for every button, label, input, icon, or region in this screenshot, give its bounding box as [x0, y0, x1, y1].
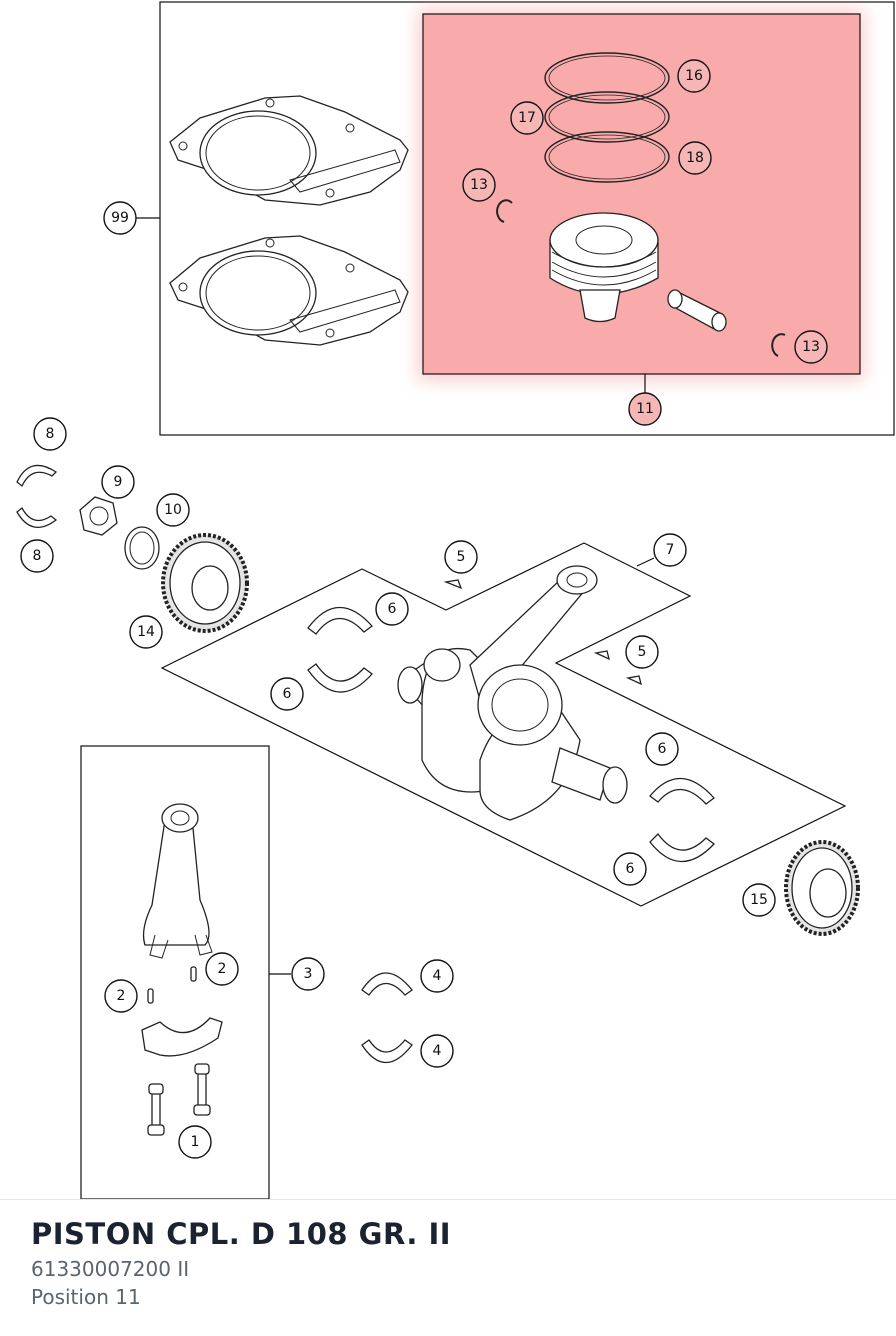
- cylinder-base-gasket-upper[interactable]: [169, 95, 409, 206]
- part-number: 61330007200 II: [31, 1257, 190, 1281]
- piston-pin[interactable]: [667, 289, 727, 332]
- piston-kit-highlight[interactable]: [422, 13, 861, 375]
- callout-6-a[interactable]: 6: [375, 592, 409, 626]
- callout-13-right[interactable]: 13: [794, 330, 828, 364]
- main-bearing-shell-6-a[interactable]: [307, 606, 373, 635]
- gear-15[interactable]: [784, 840, 860, 936]
- svg-text:6: 6: [626, 861, 635, 877]
- bearing-shell-8-lower[interactable]: [16, 507, 58, 528]
- callout-6-d[interactable]: 6: [613, 852, 647, 886]
- svg-text:6: 6: [283, 686, 292, 702]
- svg-text:17: 17: [518, 110, 536, 126]
- svg-text:4: 4: [433, 968, 442, 984]
- exploded-parts-diagram: 99 11 16 17 18 13 13 8 8 9 10 14 5 5 7 6…: [16, 1, 895, 1200]
- callout-18[interactable]: 18: [678, 141, 712, 175]
- nut-9[interactable]: [79, 496, 118, 536]
- svg-text:2: 2: [117, 988, 126, 1004]
- callout-4-lower[interactable]: 4: [420, 1034, 454, 1068]
- callout-14[interactable]: 14: [129, 615, 163, 649]
- svg-text:18: 18: [686, 150, 704, 166]
- svg-text:13: 13: [802, 339, 820, 355]
- callout-16[interactable]: 16: [677, 59, 711, 93]
- svg-text:1: 1: [191, 1134, 200, 1150]
- svg-text:10: 10: [164, 502, 182, 518]
- part-title: PISTON CPL. D 108 GR. II: [31, 1217, 452, 1251]
- woodruff-key-5-upper[interactable]: [443, 579, 463, 590]
- svg-text:3: 3: [304, 966, 313, 982]
- svg-text:2: 2: [218, 961, 227, 977]
- svg-text:6: 6: [658, 741, 667, 757]
- svg-text:9: 9: [114, 474, 123, 490]
- connecting-rod-assembled[interactable]: [469, 565, 598, 746]
- callout-13-left[interactable]: 13: [462, 168, 496, 202]
- gear-14[interactable]: [161, 533, 249, 633]
- svg-text:5: 5: [638, 644, 647, 660]
- conrod-bolt-1-left[interactable]: [147, 1083, 165, 1136]
- callout-1[interactable]: 1: [178, 1125, 212, 1159]
- main-bearing-shell-6-d[interactable]: [649, 833, 715, 863]
- svg-text:15: 15: [750, 892, 768, 908]
- callout-6-b[interactable]: 6: [270, 677, 304, 711]
- callout-2-right[interactable]: 2: [205, 952, 239, 986]
- svg-text:13: 13: [470, 177, 488, 193]
- main-bearing-shell-6-c[interactable]: [649, 777, 715, 805]
- woodruff-key-5-right-b[interactable]: [625, 675, 642, 686]
- callout-7[interactable]: 7: [653, 533, 687, 567]
- svg-text:14: 14: [137, 624, 155, 640]
- callout-6-c[interactable]: 6: [645, 732, 679, 766]
- crankshaft-group-frame: [160, 542, 847, 907]
- piston-ring-16[interactable]: [544, 52, 670, 104]
- conrod-bearing-shell-4-upper[interactable]: [361, 972, 413, 996]
- part-info-panel: PISTON CPL. D 108 GR. II 61330007200 II …: [0, 1199, 896, 1336]
- conrod-bearing-shell-4-lower[interactable]: [361, 1039, 413, 1063]
- svg-text:4: 4: [433, 1043, 442, 1059]
- callout-15[interactable]: 15: [742, 883, 776, 917]
- piston-pin-circlip-left[interactable]: [496, 199, 513, 223]
- callout-8-lower[interactable]: 8: [20, 539, 54, 573]
- callout-2-left[interactable]: 2: [104, 979, 138, 1013]
- callout-9[interactable]: 9: [101, 465, 135, 499]
- svg-text:16: 16: [685, 68, 703, 84]
- svg-text:8: 8: [46, 426, 55, 442]
- callout-11[interactable]: 11: [628, 392, 662, 426]
- main-bearing-shell-6-b[interactable]: [307, 663, 373, 693]
- svg-text:8: 8: [33, 548, 42, 564]
- piston-ring-18[interactable]: [544, 131, 670, 183]
- callout-99[interactable]: 99: [103, 201, 137, 235]
- dowel-pin-2-right[interactable]: [190, 966, 197, 982]
- washer-10[interactable]: [124, 526, 160, 570]
- woodruff-key-5-right-a[interactable]: [593, 650, 610, 661]
- callout-5-right[interactable]: 5: [625, 635, 659, 669]
- piston-ring-17[interactable]: [544, 91, 670, 143]
- bearing-shell-8-upper[interactable]: [16, 464, 58, 488]
- svg-text:6: 6: [388, 601, 397, 617]
- callout-3[interactable]: 3: [291, 957, 325, 991]
- svg-text:7: 7: [666, 542, 675, 558]
- callout-8-upper[interactable]: 8: [33, 417, 67, 451]
- callout-17[interactable]: 17: [510, 101, 544, 135]
- svg-text:11: 11: [636, 401, 654, 417]
- svg-text:99: 99: [111, 210, 129, 226]
- svg-text:5: 5: [457, 549, 466, 565]
- piston-pin-circlip-right[interactable]: [771, 333, 786, 357]
- cylinder-base-gasket-lower[interactable]: [169, 235, 409, 346]
- dowel-pin-2-left[interactable]: [147, 988, 154, 1004]
- part-position: Position 11: [31, 1285, 141, 1309]
- conrod-bolt-1-right[interactable]: [193, 1063, 211, 1116]
- connecting-rod-cap[interactable]: [141, 1017, 223, 1057]
- callout-10[interactable]: 10: [156, 493, 190, 527]
- piston[interactable]: [549, 212, 659, 323]
- callout-5-upper[interactable]: 5: [444, 540, 478, 574]
- callout-4-upper[interactable]: 4: [420, 959, 454, 993]
- connecting-rod[interactable]: [142, 803, 213, 959]
